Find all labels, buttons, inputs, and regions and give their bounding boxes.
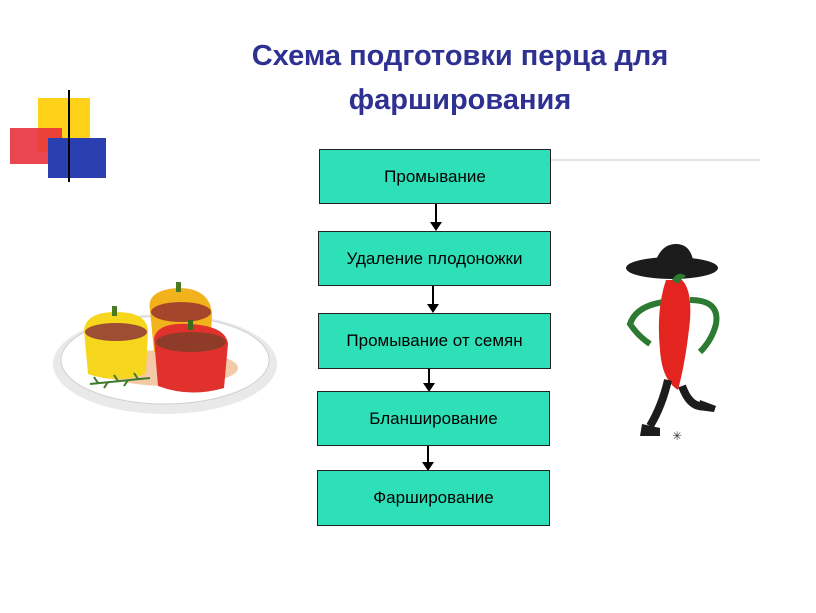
flow-arrow: [422, 446, 434, 471]
flow-step-seed-washing: Промывание от семян: [318, 313, 551, 369]
flow-arrow: [427, 286, 439, 313]
flow-step-blanching: Бланширование: [317, 391, 550, 446]
corner-decoration: [10, 90, 760, 182]
flow-step-stem-removal: Удаление плодоножки: [318, 231, 551, 286]
flow-step-washing: Промывание: [319, 149, 551, 204]
chili-pepper-character-image: ✳: [626, 244, 720, 443]
svg-text:✳: ✳: [672, 429, 682, 443]
flow-arrow: [430, 204, 442, 231]
flow-arrow: [423, 369, 435, 392]
page-title: Схема подготовки перца для фарширования: [251, 40, 669, 116]
blue-square: [48, 138, 106, 178]
stuffed-peppers-image: [53, 282, 277, 414]
flow-step-stuffing: Фарширование: [317, 470, 550, 526]
